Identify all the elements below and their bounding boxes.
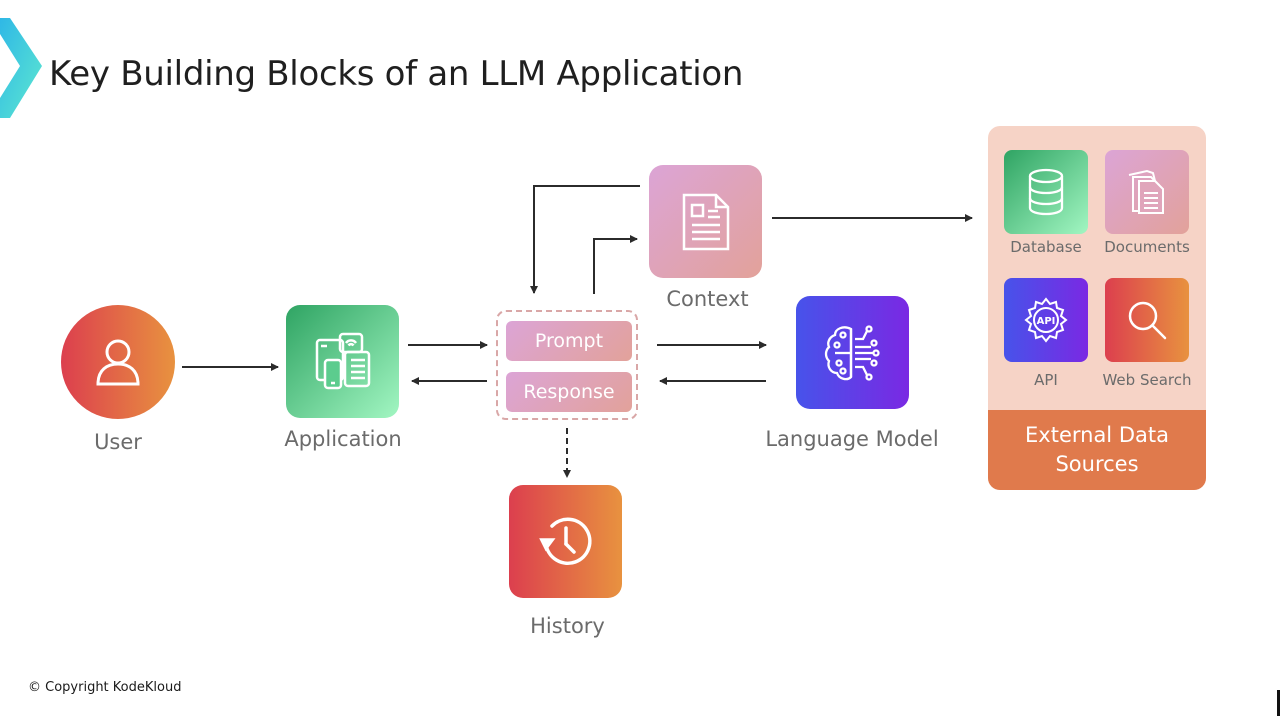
language-model-tile bbox=[796, 296, 909, 409]
arrow-context-to-prompt bbox=[530, 185, 640, 294]
user-circle bbox=[61, 305, 175, 419]
user-icon bbox=[96, 339, 140, 386]
external-data-sources-title-text: External Data Sources bbox=[1025, 423, 1169, 476]
api-gear-icon: API bbox=[1024, 297, 1068, 343]
copyright-text: © Copyright KodeKloud bbox=[28, 680, 182, 695]
external-data-sources-panel: Database Documents API API Web Search Ex… bbox=[988, 126, 1206, 490]
database-label: Database bbox=[1010, 238, 1082, 256]
web-search-label: Web Search bbox=[1102, 371, 1192, 389]
language-model-label: Language Model bbox=[765, 427, 939, 451]
documents-icon bbox=[1128, 169, 1164, 214]
history-icon bbox=[538, 517, 592, 565]
context-tile bbox=[649, 165, 762, 278]
documents-label: Documents bbox=[1104, 238, 1190, 256]
history-tile bbox=[509, 485, 622, 598]
kodekloud-chevron-logo bbox=[0, 18, 42, 118]
database-tile bbox=[1004, 150, 1088, 234]
document-icon bbox=[682, 193, 729, 250]
api-tile: API bbox=[1004, 278, 1088, 362]
arrow-prompt-to-context bbox=[593, 235, 638, 294]
database-icon bbox=[1028, 168, 1064, 216]
api-label: API bbox=[1034, 371, 1058, 389]
slide-edge-marker bbox=[1277, 690, 1280, 716]
response-block: Response bbox=[506, 372, 632, 412]
documents-tile bbox=[1105, 150, 1189, 234]
prompt-block: Prompt bbox=[506, 321, 632, 361]
context-label: Context bbox=[666, 287, 749, 311]
history-label: History bbox=[530, 614, 605, 638]
svg-text:API: API bbox=[1037, 316, 1056, 327]
application-tile bbox=[286, 305, 399, 418]
user-node bbox=[61, 305, 175, 419]
user-label: User bbox=[94, 430, 142, 454]
devices-icon bbox=[315, 332, 370, 389]
brain-circuit-icon bbox=[824, 324, 880, 381]
web-search-tile bbox=[1105, 278, 1189, 362]
external-data-sources-title: External Data Sources bbox=[988, 410, 1206, 490]
slide-title: Key Building Blocks of an LLM Applicatio… bbox=[49, 54, 744, 94]
search-icon bbox=[1128, 301, 1167, 340]
prompt-response-group: Prompt Response bbox=[496, 310, 638, 420]
application-label: Application bbox=[284, 427, 402, 451]
